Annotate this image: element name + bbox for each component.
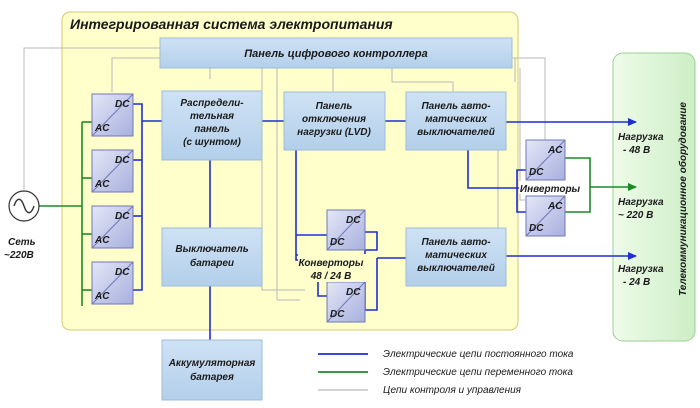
load-48-line-1: Нагрузка <box>618 132 664 143</box>
breakers-bottom-line-3: выключателей <box>417 263 495 274</box>
sine-wave-icon <box>13 198 35 214</box>
load-48-line-2: - 48 В <box>623 145 650 156</box>
digital-controller-panel <box>159 37 513 69</box>
inverter-dc-label: DC <box>529 167 544 178</box>
battery-line-2: батарея <box>190 371 234 383</box>
rectifier-module: DC AC <box>91 205 134 249</box>
breakers-panel-bottom <box>405 227 507 287</box>
inverter-module: AC DC <box>525 195 566 237</box>
distribution-line-4: (с шунтом) <box>183 137 241 148</box>
inverter-module: AC DC <box>525 139 566 181</box>
inverter-dc-label: DC <box>529 223 544 234</box>
load-24-line-1: Нагрузка <box>618 264 664 275</box>
inverter-ac-label: AC <box>547 145 563 156</box>
rectifier-ac-label: AC <box>94 235 110 246</box>
battery-line-1: Аккумуляторная <box>168 358 256 369</box>
dc-lines <box>133 103 637 340</box>
breakers-bottom-line-2: матических <box>425 250 487 261</box>
legend: Электрические цепи постоянного тока Элек… <box>318 349 574 396</box>
converter-module: DC DC <box>326 281 366 323</box>
converter-module: DC DC <box>326 209 366 251</box>
rectifier-module: DC AC <box>91 93 134 137</box>
lvd-line-2: отключения <box>302 114 366 125</box>
rectifier-module: DC AC <box>91 149 134 193</box>
converters-label-2: 48 / 24 В <box>310 271 352 282</box>
inverter-ac-label: AC <box>547 201 563 212</box>
mains-source: Сеть ~220В <box>4 190 40 261</box>
breakers-top-line-2: матических <box>425 114 487 125</box>
distribution-line-2: тельная <box>190 111 234 122</box>
mains-label-1: Сеть <box>8 237 36 248</box>
system-title: Интегрированная система электропитания <box>70 16 393 32</box>
inverters-label-bg <box>519 181 581 194</box>
lvd-panel <box>283 91 386 151</box>
telecom-label: Телекоммуникационное оборудование <box>677 102 689 296</box>
mains-label-2: ~220В <box>4 250 34 261</box>
breakers-panel-top <box>405 91 507 151</box>
ac-lines <box>38 121 637 306</box>
rectifier-module: DC AC <box>91 261 134 305</box>
rectifier-dc-label: DC <box>115 155 130 166</box>
distribution-line-1: Распредели- <box>180 98 244 109</box>
distribution-line-3: панель <box>194 124 230 135</box>
breakers-top-line-1: Панель авто- <box>421 101 491 112</box>
controller-label: Панель цифрового контроллера <box>244 48 427 60</box>
rectifier-ac-label: AC <box>94 291 110 302</box>
breakers-top-line-3: выключателей <box>417 127 495 138</box>
inverters-label: Инверторы <box>520 184 581 195</box>
battery-switch-line-1: Выключатель <box>175 244 248 255</box>
legend-control-label: Цепи контроля и управления <box>383 385 522 396</box>
battery-switch-panel <box>161 227 263 287</box>
converter-dc-top-label: DC <box>346 287 361 298</box>
rectifier-ac-label: AC <box>94 123 110 134</box>
battery-switch-line-2: батареи <box>190 257 234 269</box>
distribution-panel <box>161 90 263 161</box>
load-24-line-2: - 24 В <box>623 277 650 288</box>
converter-dc-bottom-label: DC <box>330 309 345 320</box>
rectifier-dc-label: DC <box>115 211 130 222</box>
rectifier-ac-label: AC <box>94 179 110 190</box>
lvd-line-1: Панель <box>316 101 353 112</box>
rectifier-dc-label: DC <box>115 99 130 110</box>
legend-ac-label: Электрические цепи переменного тока <box>383 367 573 378</box>
load-220-line-1: Нагрузка <box>618 197 664 208</box>
breakers-bottom-line-1: Панель авто- <box>421 237 491 248</box>
converter-dc-bottom-label: DC <box>330 237 345 248</box>
converters-label-bg <box>298 254 366 282</box>
converter-dc-top-label: DC <box>346 215 361 226</box>
load-220-line-2: ~ 220 В <box>618 210 653 221</box>
lvd-line-3: нагрузки (LVD) <box>297 127 371 138</box>
battery-block <box>161 339 263 401</box>
rectifier-dc-label: DC <box>115 267 130 278</box>
converters-label-1: Конверторы <box>299 258 364 269</box>
legend-dc-label: Электрические цепи постоянного тока <box>383 349 574 360</box>
